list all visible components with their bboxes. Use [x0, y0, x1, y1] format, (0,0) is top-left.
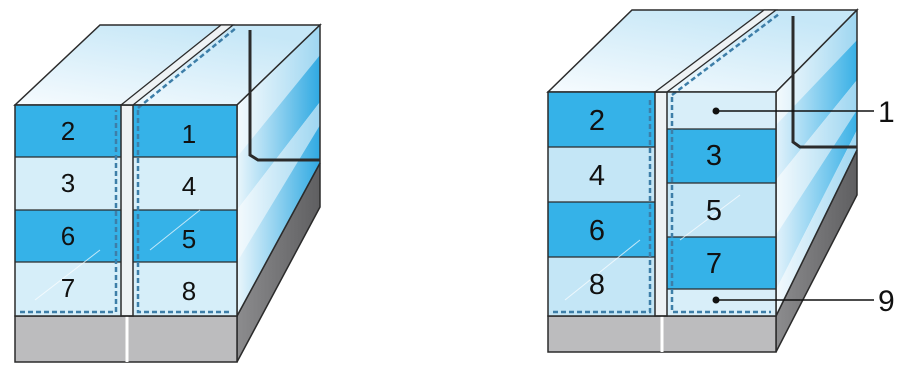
left-center-gap: [120, 104, 134, 317]
left-front-face: [14, 104, 238, 317]
left-label-3: 3: [61, 168, 75, 198]
right-label-8: 8: [589, 269, 605, 301]
right-label-6: 6: [589, 215, 605, 247]
right-front-face: [547, 91, 777, 317]
right-label-4: 4: [589, 160, 605, 192]
right-label-7: 7: [706, 248, 722, 280]
left-label-8: 8: [182, 276, 196, 306]
left-label-4: 4: [182, 171, 196, 201]
left-label-7: 7: [61, 273, 75, 303]
left-label-2: 2: [61, 116, 75, 146]
callout-label-9: 9: [878, 285, 895, 318]
right-label-5: 5: [706, 195, 722, 227]
left-label-1: 1: [182, 119, 196, 149]
right-center-gap: [654, 91, 668, 317]
right-block: 2 4 6 8 3 5 7 1 9: [546, 8, 895, 353]
left-block: 2 3 6 7 1 4 5 8: [13, 23, 322, 363]
left-label-6: 6: [61, 221, 75, 251]
left-label-5: 5: [182, 224, 196, 254]
right-label-3: 3: [706, 140, 722, 172]
callout-label-1: 1: [878, 96, 895, 129]
right-label-2: 2: [589, 105, 605, 137]
